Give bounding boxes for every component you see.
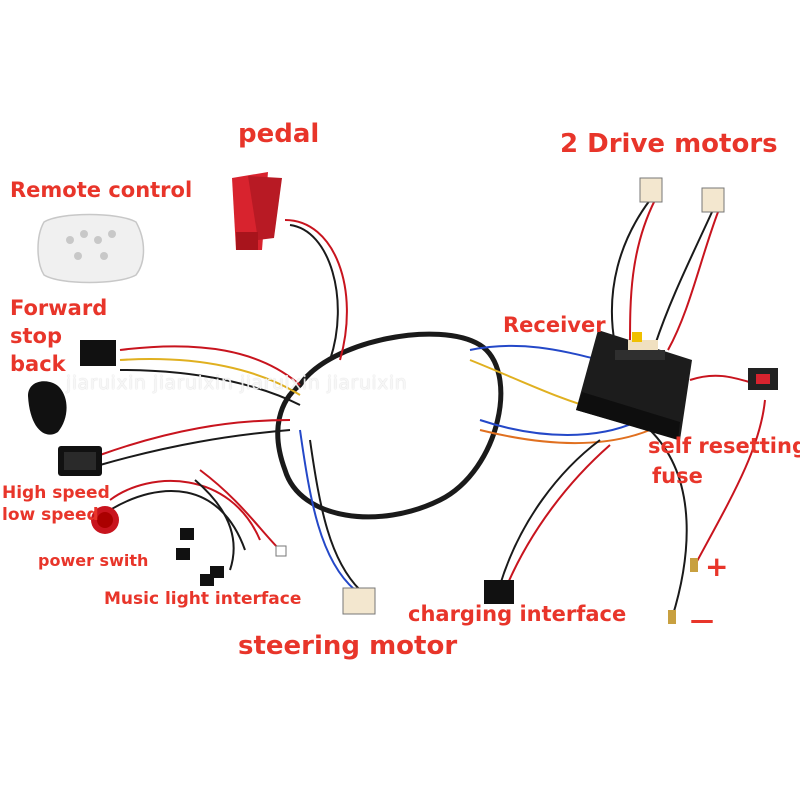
power-wire-red [109, 479, 261, 541]
charging-wire-red [504, 444, 611, 591]
minus-wire-black [649, 429, 688, 619]
label-charging-interface: charging interface [408, 602, 627, 626]
label-back: back [10, 352, 66, 376]
receiver-wire-1 [469, 344, 601, 361]
shifter-wire-yellow [119, 358, 301, 396]
pedal-icon [232, 172, 282, 250]
shifter-wire-red [119, 345, 301, 386]
music-wire-red [199, 469, 281, 551]
speed-wire-black [99, 429, 291, 466]
power-switch-icon [91, 506, 119, 534]
shifter-wire-black [119, 369, 301, 406]
label-stop: stop [10, 324, 62, 348]
plus-wire-red [694, 399, 766, 566]
drive-motor-connector-left-icon [639, 177, 663, 203]
label-steering-motor: steering motor [238, 631, 458, 661]
minus-terminal-icon [668, 610, 676, 624]
label-music-light-interface: Music light interface [104, 589, 302, 609]
plus-sign: + [705, 550, 729, 583]
label-power-switch: power swith [38, 551, 149, 570]
power-wire-black [109, 490, 246, 551]
music-light-connectors-icon [176, 528, 287, 586]
charging-wire-black [499, 439, 601, 586]
label-fuse-line1: self resetting [648, 434, 800, 458]
label-forward: Forward [10, 296, 108, 320]
motor-wire-right-red [667, 211, 719, 351]
pedal-wire-red [284, 219, 348, 361]
remote-control-icon [37, 213, 145, 284]
label-remote-control: Remote control [10, 178, 193, 202]
receiver-wire-4 [479, 429, 651, 445]
label-fuse-line2: fuse [652, 464, 703, 488]
label-drive-motors: 2 Drive motors [560, 129, 778, 159]
receiver-box-icon [576, 330, 692, 440]
label-receiver: Receiver [503, 313, 606, 337]
music-wire-black [194, 479, 235, 571]
drive-motor-connector-right-icon [701, 187, 725, 213]
label-pedal: pedal [238, 119, 320, 149]
receiver-wire-3 [479, 419, 641, 436]
label-high-speed: High speed [2, 483, 110, 503]
fuse-icon [748, 368, 778, 390]
steering-wire-blue [299, 429, 356, 591]
speed-wire-red [99, 419, 291, 456]
motor-wire-left-black [610, 199, 651, 346]
gear-shifter-icon [28, 340, 116, 435]
charging-connector-icon [484, 580, 514, 604]
minus-sign: — [690, 606, 714, 634]
main-harness-loop [275, 331, 504, 520]
pedal-wire-black [289, 224, 339, 361]
watermark: jiaruixin jiaruixin jiaruixin jiaruixin [66, 372, 408, 394]
speed-switch-icon [58, 446, 102, 476]
steering-wire-black [309, 439, 361, 591]
motor-wire-left-red [629, 199, 656, 346]
motor-wire-right-black [654, 211, 713, 346]
steering-motor-connector-icon [342, 587, 376, 615]
plus-terminal-icon [690, 558, 698, 572]
label-low-speed: low speed [2, 505, 99, 525]
